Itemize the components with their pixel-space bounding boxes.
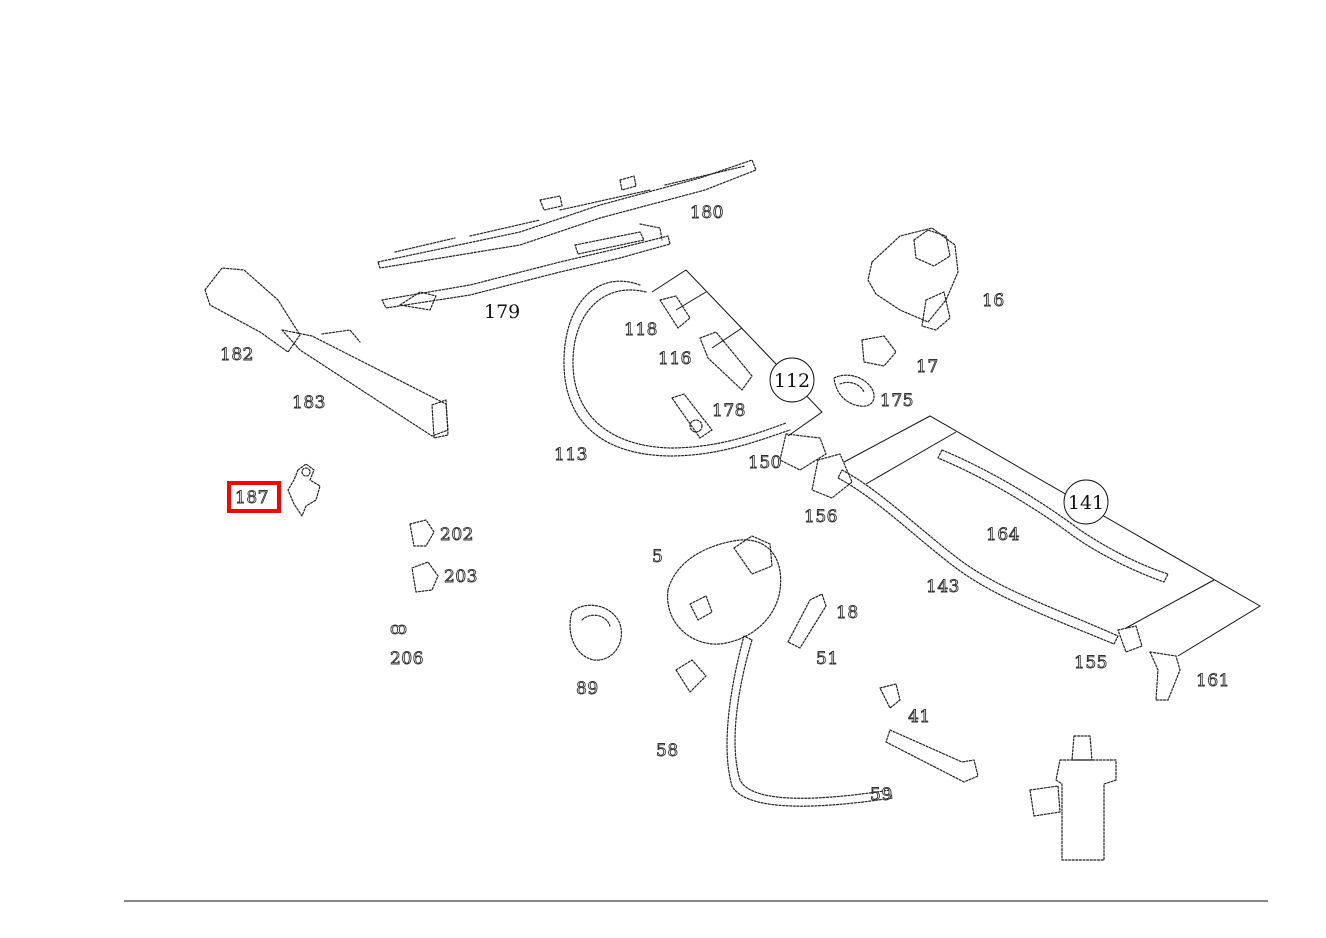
callout-112-leaders [651,269,823,437]
part-label-183[interactable]: 183 [292,393,326,414]
callout-141[interactable]: 141 [1063,479,1109,525]
plug-89[interactable] [569,604,622,661]
pump-motor[interactable] [867,227,959,331]
part-label-179[interactable]: 179 [484,301,520,323]
connector-156[interactable] [779,433,853,499]
part-label-206[interactable]: 206 [390,649,424,670]
washer-reservoir[interactable] [667,535,782,693]
part-label-164[interactable]: 164 [986,525,1020,546]
nozzle-assembly[interactable] [659,295,753,439]
spring-175[interactable] [833,374,875,407]
connector-155[interactable] [1117,625,1143,653]
part-label-89[interactable]: 89 [576,679,599,700]
part-label-118[interactable]: 118 [624,320,658,341]
hose-58[interactable] [726,635,893,807]
clip-part-187[interactable] [287,463,321,517]
svg-text:112: 112 [774,370,810,392]
hose-164[interactable] [937,449,1169,583]
part-label-187[interactable]: 187 [235,488,269,509]
connector-161[interactable] [1149,651,1181,701]
part-label-182[interactable]: 182 [220,345,254,366]
clip-202[interactable] [409,519,435,547]
part-label-58[interactable]: 58 [656,741,679,762]
wiper-blade-upper[interactable] [377,159,757,269]
hose-143[interactable] [837,469,1119,645]
part-label-5[interactable]: 5 [652,547,664,568]
part-label-18[interactable]: 18 [836,603,859,624]
part-label-116[interactable]: 116 [658,349,692,370]
part-label-175[interactable]: 175 [880,391,914,412]
part-label-59[interactable]: 59 [870,785,893,806]
bracket-41[interactable] [879,683,979,783]
part-label-178[interactable]: 178 [712,401,746,422]
part-label-150[interactable]: 150 [748,453,782,474]
washer-pump[interactable] [1029,735,1117,861]
part-label-203[interactable]: 203 [444,567,478,588]
part-label-155[interactable]: 155 [1074,653,1108,674]
part-label-16[interactable]: 16 [982,291,1005,312]
wiper-blade-lower[interactable] [381,223,671,311]
part-label-51[interactable]: 51 [816,649,839,670]
part-label-143[interactable]: 143 [926,577,960,598]
part-label-41[interactable]: 41 [908,707,931,728]
part-label-113[interactable]: 113 [554,445,588,466]
part-label-161[interactable]: 161 [1196,671,1230,692]
callout-141-leaders [843,415,1261,657]
part-label-202[interactable]: 202 [440,525,474,546]
clip-203[interactable] [411,561,439,593]
part-marker-near-206: ꝏ [390,619,407,639]
wiper-arm[interactable] [204,267,449,439]
grommet-17[interactable] [861,335,897,367]
washer-hose-loop[interactable] [563,280,791,457]
svg-text:141: 141 [1068,492,1104,514]
callout-112[interactable]: 112 [769,357,815,403]
part-label-156[interactable]: 156 [804,507,838,528]
part-label-17[interactable]: 17 [916,357,939,378]
part-label-180[interactable]: 180 [690,203,724,224]
valve-18[interactable] [787,593,827,649]
selected-part-highlight[interactable] [227,481,281,513]
